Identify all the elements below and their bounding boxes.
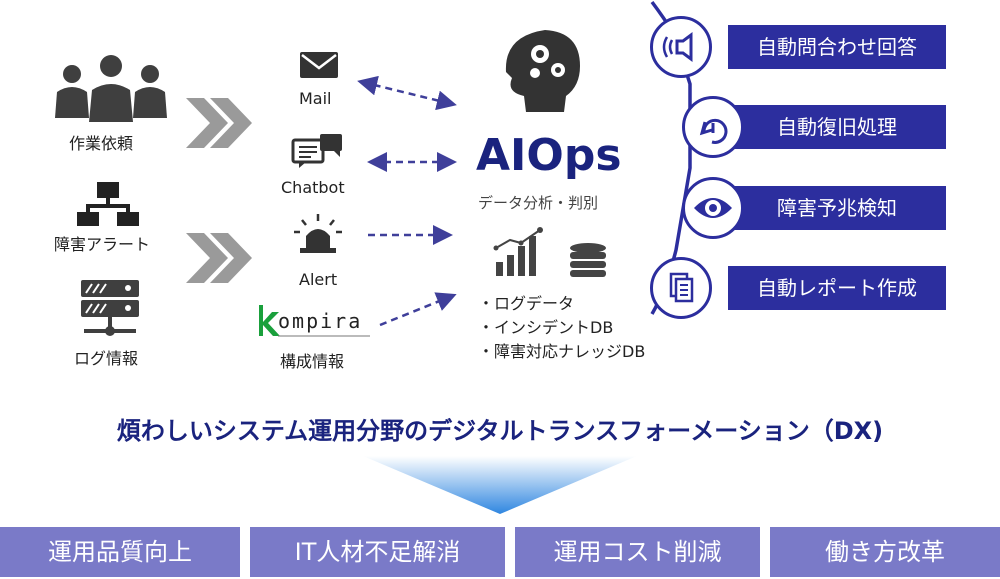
document-icon bbox=[650, 257, 712, 319]
data-source-item: ・インシデントDB bbox=[478, 318, 614, 337]
feature-failure-prediction: 障害予兆検知 bbox=[728, 186, 946, 230]
channel-label-chatbot: Chatbot bbox=[281, 178, 345, 197]
source-label-request: 作業依頼 bbox=[69, 134, 134, 153]
flow-chevrons-upper bbox=[186, 98, 252, 148]
network-icon bbox=[77, 182, 139, 226]
config-label: 構成情報 bbox=[280, 352, 345, 371]
feature-auto-recovery: 自動復旧処理 bbox=[728, 105, 946, 149]
aiops-title: AIOps bbox=[476, 130, 622, 181]
people-icon bbox=[55, 55, 167, 122]
channel-label-mail: Mail bbox=[299, 89, 332, 108]
funnel-arrow bbox=[363, 456, 637, 514]
speaker-icon bbox=[650, 16, 712, 78]
siren-icon bbox=[294, 214, 342, 253]
database-icon bbox=[570, 243, 606, 277]
feature-auto-report: 自動レポート作成 bbox=[728, 266, 946, 310]
mail-icon bbox=[300, 52, 338, 78]
outcome-talent: IT人材不足解消 bbox=[250, 527, 505, 577]
channel-label-alert: Alert bbox=[299, 270, 338, 289]
outcome-workstyle: 働き方改革 bbox=[770, 527, 1000, 577]
source-label-alert: 障害アラート bbox=[54, 235, 151, 254]
eye-icon bbox=[682, 177, 744, 239]
source-label-log: ログ情報 bbox=[74, 349, 139, 368]
bar-chart-icon bbox=[493, 227, 543, 276]
headline: 煩わしいシステム運用分野のデジタルトランスフォーメーション（DX) bbox=[116, 417, 884, 445]
kompira-logo-text: ompira bbox=[278, 309, 363, 333]
data-source-item: ・障害対応ナレッジDB bbox=[478, 342, 646, 361]
flow-chevrons-lower bbox=[186, 233, 252, 283]
chat-icon bbox=[291, 134, 342, 168]
aiops-subtitle: データ分析・判別 bbox=[478, 194, 599, 212]
outcome-quality: 運用品質向上 bbox=[0, 527, 240, 577]
ai-head-icon bbox=[505, 30, 580, 112]
feature-auto-reply: 自動問合わせ回答 bbox=[728, 25, 946, 69]
recovery-icon bbox=[682, 96, 744, 158]
outcome-cost: 運用コスト削減 bbox=[515, 527, 760, 577]
dashed-arrows bbox=[357, 75, 457, 327]
data-source-item: ・ログデータ bbox=[478, 294, 575, 313]
kompira-logo-mark bbox=[259, 305, 280, 336]
server-icon bbox=[81, 280, 139, 336]
